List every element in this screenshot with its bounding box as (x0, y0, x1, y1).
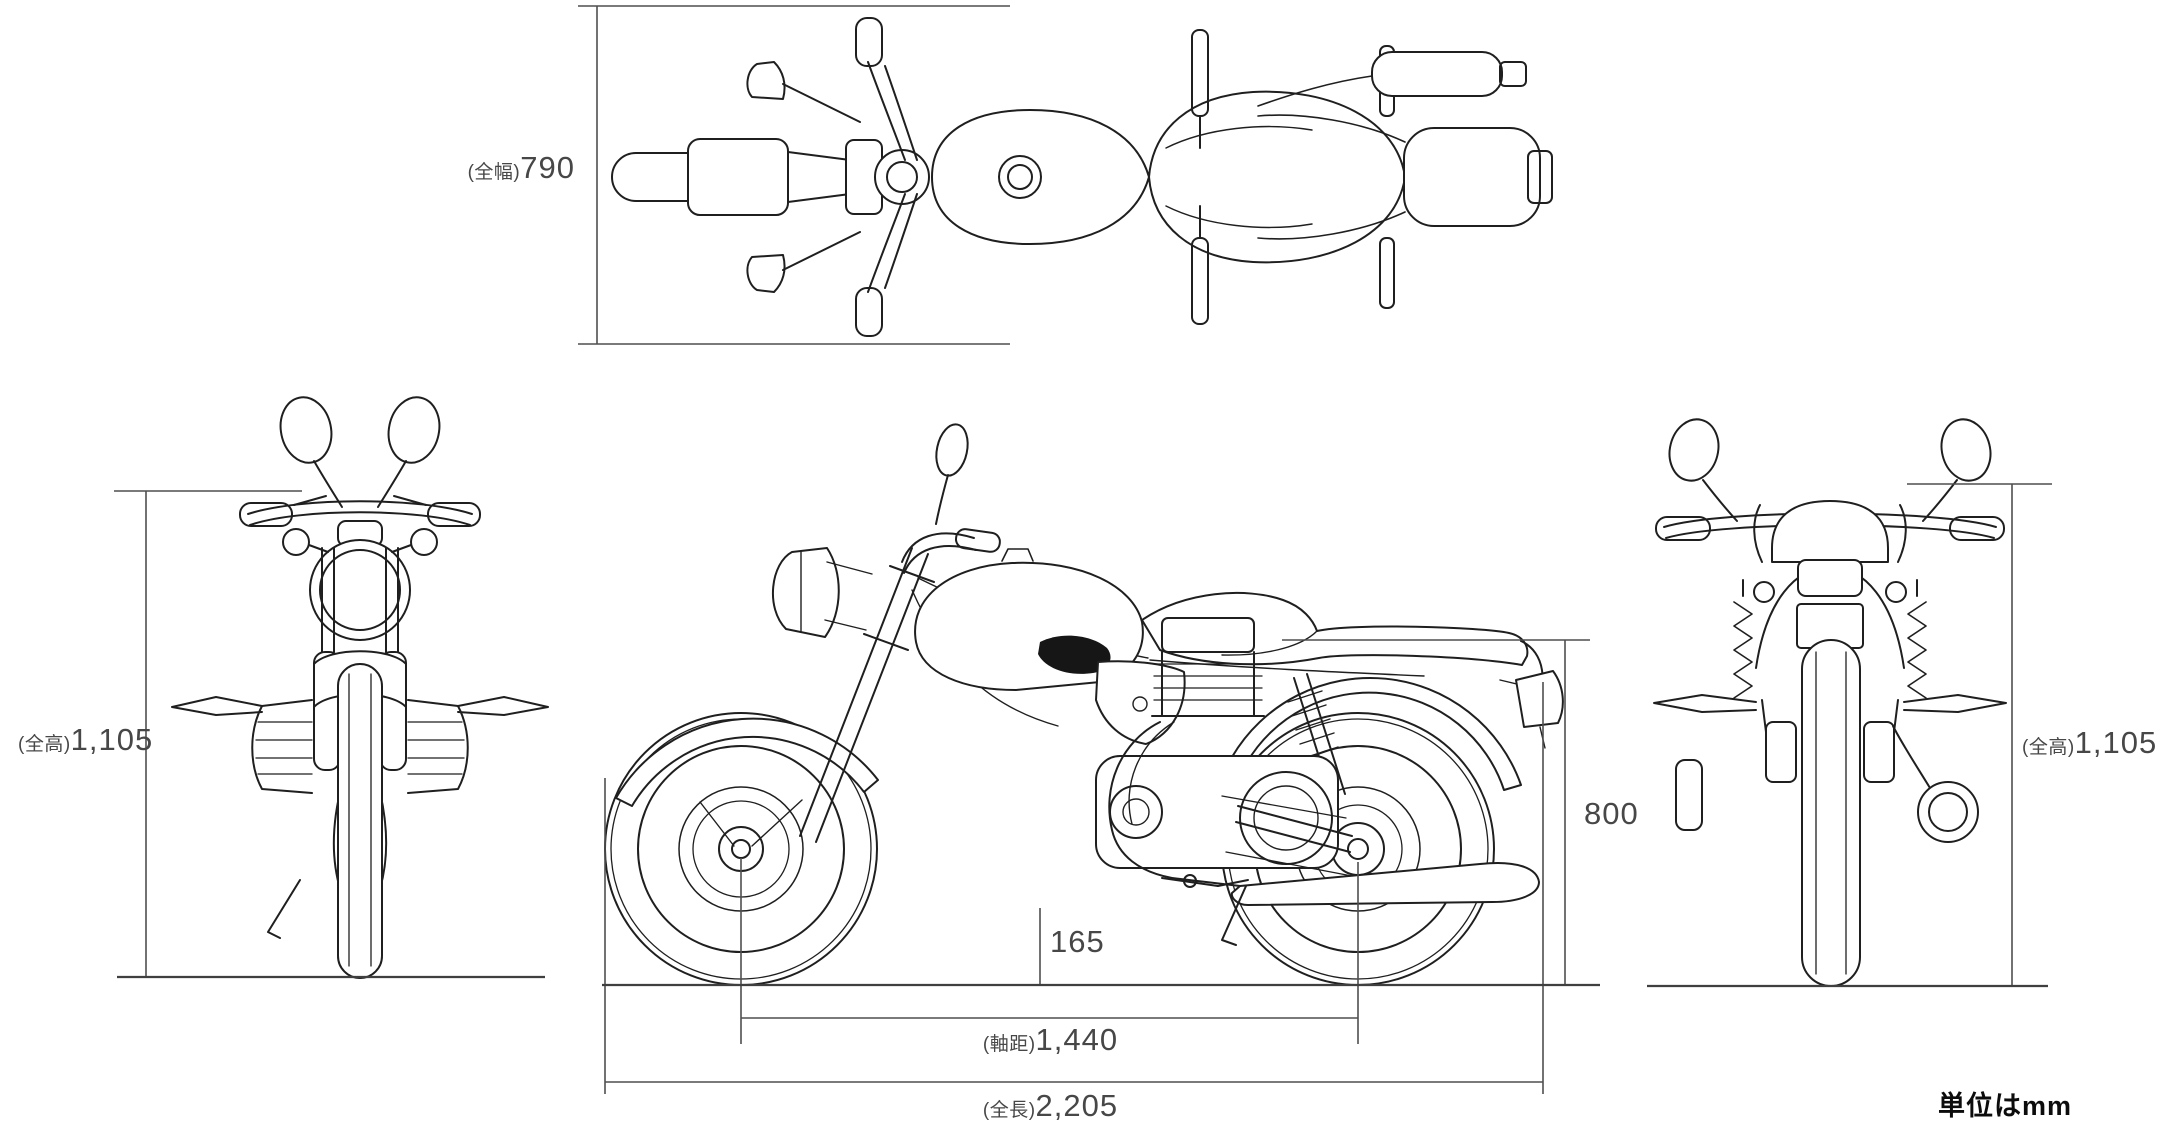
overall-length-dimension (604, 682, 1544, 1094)
top-view-drawing (611, 17, 1553, 337)
rear-right-mirror (1940, 418, 1992, 482)
unit-note: 単位はmm (1938, 1091, 2073, 1121)
overall-width-label: (全幅)790 (415, 150, 575, 186)
top-right-mirror (746, 254, 786, 293)
rear-right-grip (1949, 516, 2005, 541)
rear-muffler (1917, 781, 1979, 843)
overall-height-front-label: (全高)1,105 (18, 722, 153, 758)
front-left-mirror (279, 396, 333, 464)
overall-height-front-dimension (114, 490, 302, 977)
ground-clearance-value: 165 (1050, 924, 1105, 959)
ground-clearance-label: 165 (1050, 924, 1105, 960)
side-cover-panel (1095, 660, 1186, 745)
rear-tire (1801, 639, 1861, 987)
side-mirror (935, 423, 969, 477)
overall-height-front-value: 1,105 (70, 722, 154, 757)
top-front-fender (687, 138, 789, 216)
front-right-signal (410, 528, 438, 556)
rear-left-grip (1655, 516, 1711, 541)
top-left-mirror (746, 61, 786, 100)
side-front-fender (615, 717, 879, 807)
wheelbase-label: (軸距)1,440 (938, 1022, 1163, 1058)
side-taillight (1515, 670, 1564, 728)
front-left-grip (239, 502, 293, 527)
top-right-grip (855, 287, 883, 337)
top-muffler (1371, 51, 1503, 97)
side-rear-fender (1231, 676, 1522, 791)
wheelbase-prefix: (軸距) (982, 1034, 1036, 1055)
rear-chain-guard (1675, 759, 1703, 831)
overall-length-prefix: (全長) (982, 1100, 1036, 1121)
seat-height-label: 800 (1584, 796, 1639, 832)
overall-width-prefix: (全幅) (467, 162, 521, 183)
front-right-mirror (387, 396, 441, 464)
front-view-drawing (171, 396, 549, 979)
overall-height-front-prefix: (全高) (18, 734, 71, 755)
overall-width-dimension (578, 5, 1010, 345)
overall-length-label: (全長)2,205 (938, 1088, 1163, 1124)
side-engine (1095, 617, 1339, 869)
top-seat (1148, 90, 1406, 264)
overall-height-rear-dimension (1907, 483, 2052, 986)
side-muffler (1230, 862, 1540, 906)
front-tire (337, 663, 383, 979)
side-grip (954, 528, 1001, 553)
top-rear-fender (1403, 127, 1541, 227)
rear-left-signal (1753, 581, 1775, 603)
side-view-drawing (604, 423, 1564, 986)
top-fuel-cap (998, 155, 1042, 199)
top-headlight (874, 149, 930, 205)
rear-taillight (1797, 559, 1863, 597)
overall-length-value: 2,205 (1035, 1088, 1119, 1123)
top-left-grip (855, 17, 883, 67)
front-headlight (309, 539, 411, 641)
overall-height-rear-value: 1,105 (2074, 725, 2158, 760)
rear-view-drawing (1653, 418, 2007, 987)
overall-width-value: 790 (520, 150, 575, 185)
rear-tail-body (1771, 500, 1889, 563)
side-headlight (771, 547, 840, 638)
overall-height-rear-prefix: (全高) (2022, 737, 2075, 758)
seat-height-value: 800 (1584, 796, 1639, 831)
overall-height-rear-label: (全高)1,105 (2022, 725, 2157, 761)
wheelbase-dimension (740, 858, 1359, 1044)
rear-left-mirror (1668, 418, 1720, 482)
front-right-grip (427, 502, 481, 527)
seat-height-dimension (1282, 639, 1590, 985)
rear-right-signal (1885, 581, 1907, 603)
wheelbase-value: 1,440 (1035, 1022, 1119, 1057)
front-left-signal (282, 528, 310, 556)
side-knee-pad (1038, 635, 1111, 674)
